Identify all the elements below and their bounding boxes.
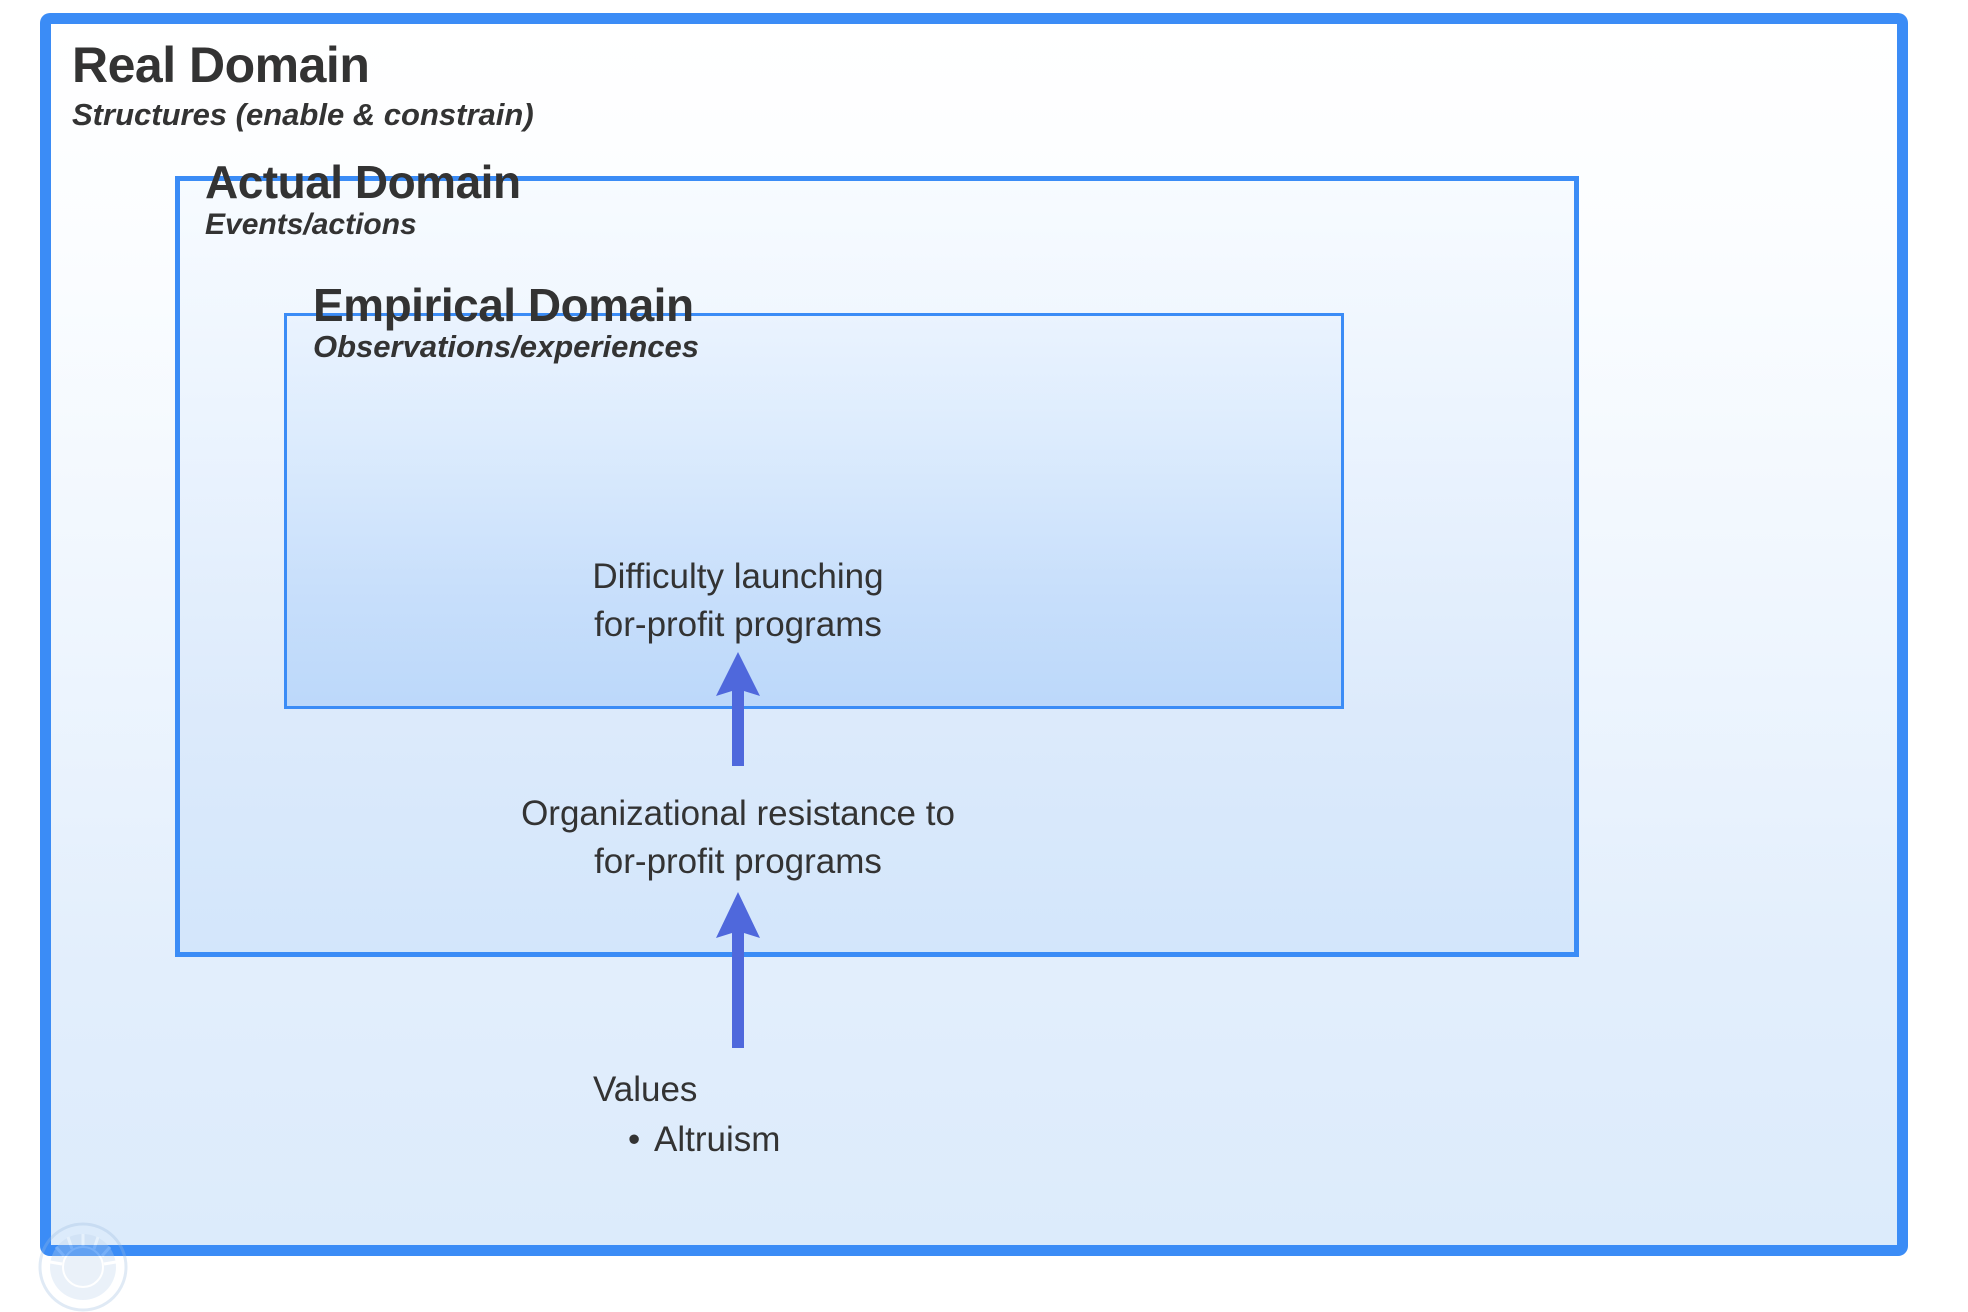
actual-domain-title: Actual Domain	[205, 156, 521, 208]
arrow-values-to-resistance	[716, 892, 760, 1048]
node-organizational-resistance: Organizational resistance to for-profit …	[521, 794, 955, 881]
actual-domain-subtitle: Events/actions	[205, 208, 417, 241]
diagram-canvas: Real Domain Structures (enable & constra…	[38, 13, 1908, 1312]
node-difficulty-launching: Difficulty launching for-profit programs	[592, 557, 884, 644]
bullet-icon: •	[628, 1120, 641, 1159]
value-altruism-label: Altruism	[654, 1120, 781, 1159]
values-heading: Values	[593, 1070, 698, 1109]
values-block: Values • Altruism	[500, 1065, 980, 1165]
empirical-domain-title: Empirical Domain	[313, 279, 694, 331]
arrow-resistance-to-difficulty	[716, 652, 760, 766]
real-domain-title: Real Domain	[72, 37, 370, 93]
empirical-domain-subtitle: Observations/experiences	[313, 329, 699, 364]
real-domain-subtitle: Structures (enable & constrain)	[72, 97, 534, 132]
empirical-domain-box	[284, 313, 1344, 709]
values-list-item: • Altruism	[500, 1115, 980, 1165]
